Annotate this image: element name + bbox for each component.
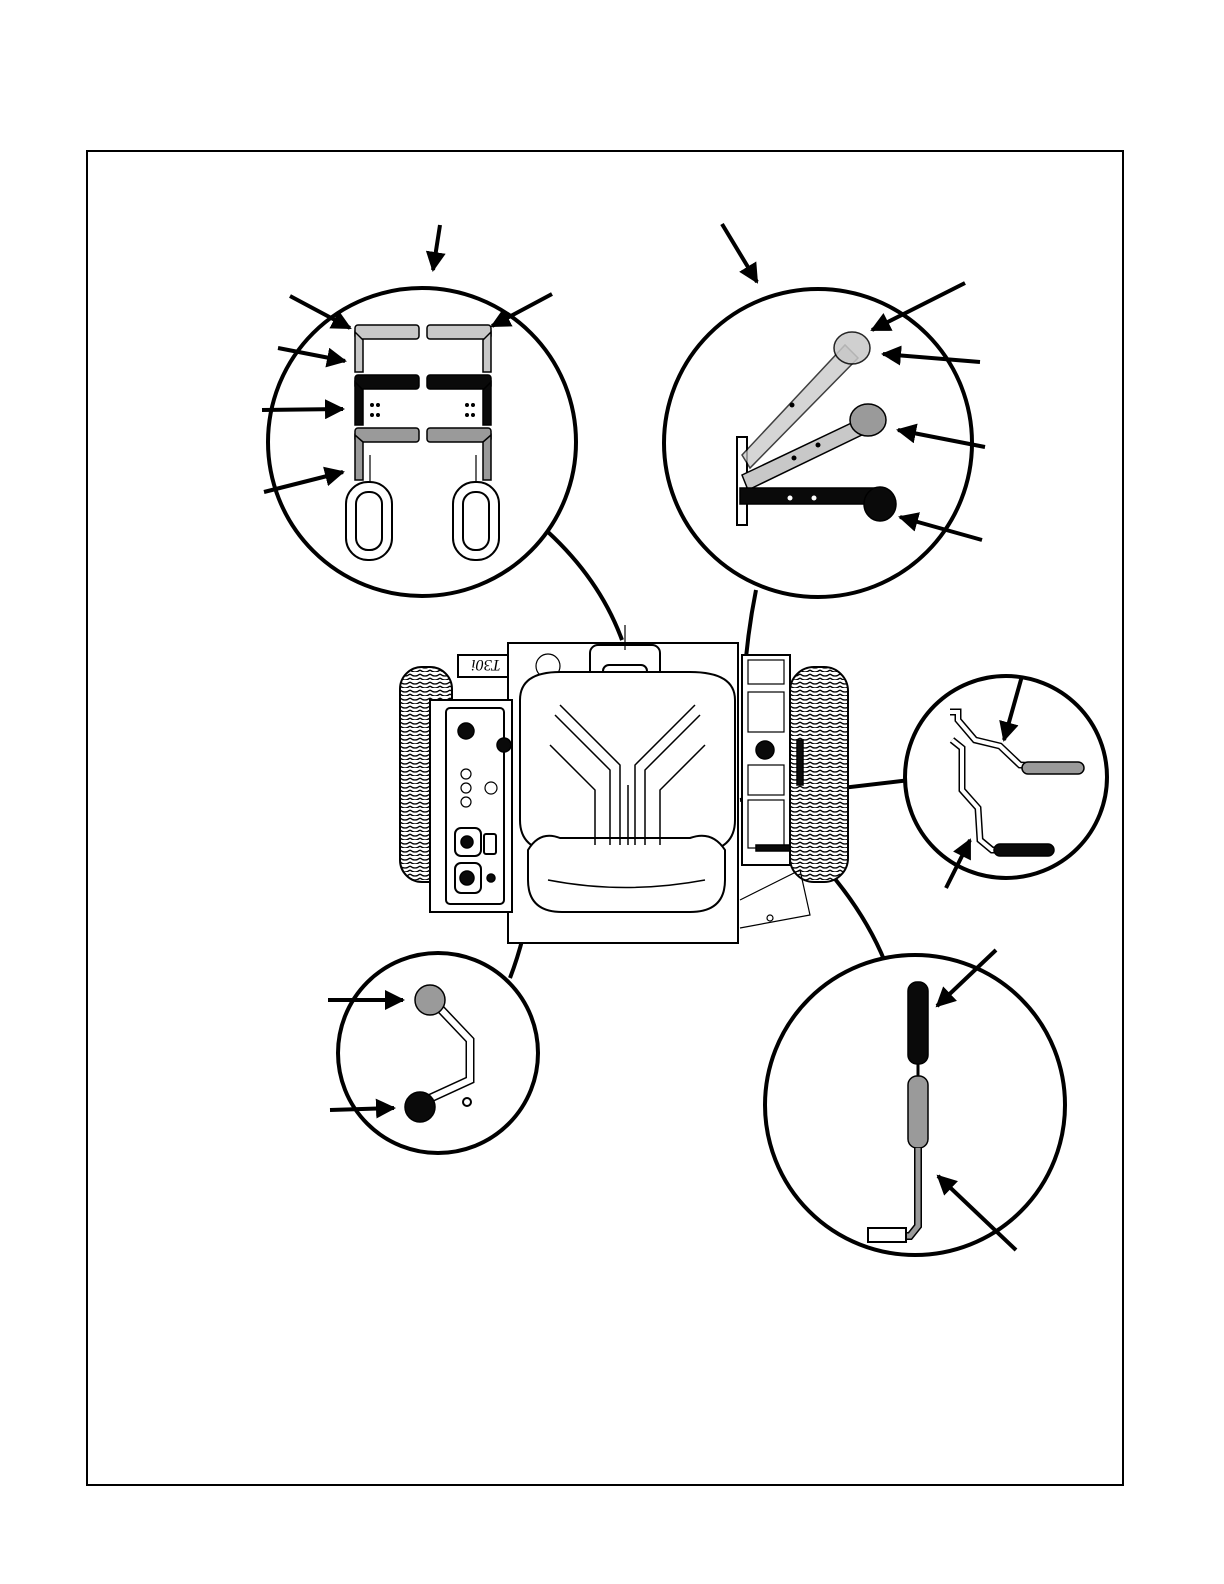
detail-bubble	[268, 288, 576, 596]
left-small-knob	[497, 738, 511, 752]
detail-bubble-handle	[765, 955, 1065, 1255]
detail-bubble-knob-lever	[338, 953, 538, 1153]
detail-bubble-side-lever	[905, 676, 1107, 878]
lever-handle-gray	[1022, 762, 1084, 774]
callout-arrow	[722, 224, 757, 282]
knob-position-down	[405, 1092, 435, 1122]
detail-bubble	[338, 953, 538, 1153]
detail-bubble-swing-lever	[664, 289, 972, 597]
callout-arrow	[262, 409, 343, 410]
knob-position-up	[415, 985, 445, 1015]
ignition-knob	[458, 723, 474, 739]
lever-handle-dark	[740, 488, 875, 504]
right-side-lever	[797, 740, 803, 785]
model-badge: T30i	[471, 656, 500, 673]
callout-arrow	[330, 1108, 394, 1110]
right-control-knob	[756, 741, 774, 759]
detail-bubble-pedals	[268, 288, 576, 596]
seat-cushion	[528, 836, 725, 912]
right-lever-black	[756, 845, 790, 851]
lever-handle-black	[994, 844, 1054, 856]
machine-top-view: T30i	[400, 625, 848, 943]
right-control-panel	[742, 655, 790, 865]
handle-base	[868, 1228, 906, 1242]
callout-arrow	[433, 225, 440, 270]
handle-grip-dark	[908, 982, 928, 1064]
handle-grip-gray	[908, 1076, 928, 1148]
leader-pedals	[548, 532, 622, 640]
